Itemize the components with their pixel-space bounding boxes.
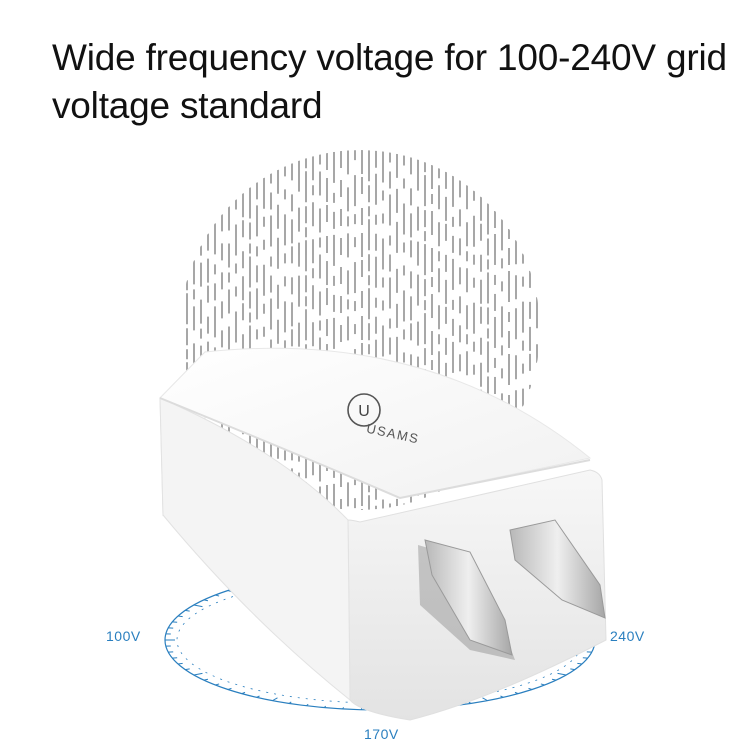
dial-tick: [185, 609, 190, 612]
dial-tick: [551, 678, 557, 681]
dial-tick: [241, 691, 246, 695]
dial-tick: [528, 687, 533, 690]
dial-tick: [570, 668, 575, 671]
dial-tick: [500, 695, 504, 698]
dial-tick: [514, 691, 519, 695]
dial-tick: [203, 678, 209, 681]
dial-tick: [272, 697, 278, 702]
wall-charger-icon: U USAMS: [159, 347, 607, 721]
dial-tick: [323, 705, 327, 708]
voltage-label-170: 170V: [364, 726, 399, 742]
dial-tick: [215, 594, 220, 597]
dial-tick: [342, 707, 344, 710]
dial-tick: [540, 683, 545, 686]
dial-tick: [193, 604, 203, 608]
dial-tick: [482, 697, 488, 702]
voltage-label-240: 240V: [610, 628, 645, 644]
dial-tick: [227, 687, 232, 690]
headline: Wide frequency voltage for 100-240V grid…: [52, 37, 727, 126]
dial-tick: [468, 701, 472, 704]
dial-tick: [193, 672, 203, 676]
dial-tick: [306, 703, 309, 707]
dial-tick: [557, 672, 567, 676]
dial-tick: [185, 668, 190, 671]
dial-tick: [203, 599, 209, 602]
brand-logo-icon: [347, 393, 381, 427]
dial-tick: [177, 615, 183, 618]
voltage-label-100: 100V: [106, 628, 141, 644]
dial-tick: [288, 701, 292, 704]
dial-tick: [577, 662, 583, 665]
dial-tick: [215, 683, 220, 686]
logo-letter: U: [358, 403, 370, 420]
dial-tick: [177, 662, 183, 665]
dial-tick: [256, 695, 260, 698]
